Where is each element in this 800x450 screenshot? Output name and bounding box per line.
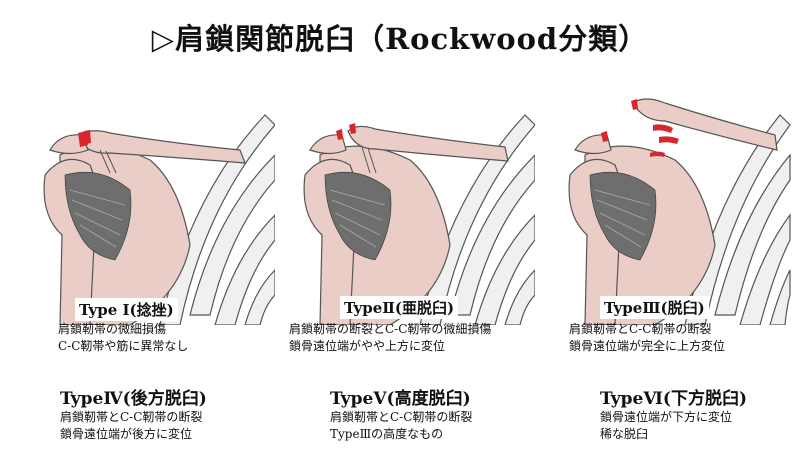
acromion <box>574 134 612 155</box>
cc-ligament <box>99 149 117 174</box>
rib-cage <box>419 114 535 325</box>
type-6-line-2: 稀な脱臼 <box>600 427 649 441</box>
clavicle-displaced <box>632 98 778 151</box>
clavicle <box>347 125 509 162</box>
type-2-description: 肩鎖靭帯の断裂とC-C靭帯の微細損傷 鎖骨遠位端がやや上方に変位 <box>289 321 491 355</box>
ac-ligament-rupture <box>336 123 356 140</box>
cc-ligament <box>361 146 377 174</box>
shoulder-joint-illustration-type-2 <box>303 114 535 325</box>
type-5-line-1: 肩鎖靭帯とC-C靭帯の断裂 <box>330 410 473 424</box>
type-6-label: TypeⅥ(下方脱臼) <box>600 389 747 409</box>
type-1-label: Type Ⅰ(捻挫) <box>75 298 178 321</box>
illustration-type-1 <box>40 95 275 325</box>
type-1-line-1: 肩鎖靭帯の微細損傷 <box>58 322 167 336</box>
illustration-type-2 <box>300 95 535 325</box>
shoulder-joint-illustration-type-1 <box>43 114 275 325</box>
type-4-line-2: 鎖骨遠位端が後方に変位 <box>60 427 193 441</box>
rib-cage <box>684 114 791 325</box>
clavicle <box>74 130 246 164</box>
type-1-line-2: C-C靭帯や筋に異常なし <box>58 339 189 353</box>
type-3-line-2: 鎖骨遠位端が完全に上方変位 <box>569 339 726 353</box>
cc-ligament-rupture <box>650 124 679 157</box>
type-5-label: TypeⅤ(高度脱臼) <box>330 389 471 409</box>
type-1-description: 肩鎖靭帯の微細損傷 C-C靭帯や筋に異常なし <box>58 321 188 355</box>
type-3-line-1: 肩鎖靭帯とC-C靭帯の断裂 <box>569 322 712 336</box>
type-6-description: 鎖骨遠位端が下方に変位 稀な脱臼 <box>600 409 732 443</box>
illustration-type-3 <box>565 95 800 325</box>
type-4-description: 肩鎖靭帯とC-C靭帯の断裂 鎖骨遠位端が後方に変位 <box>60 409 202 443</box>
type-3-label: TypeⅢ(脱臼) <box>600 296 709 319</box>
shoulder-joint-illustration-type-3 <box>568 98 791 325</box>
rotator-muscle <box>64 171 132 261</box>
rotator-muscle <box>589 171 657 261</box>
rotator-muscle <box>324 171 392 261</box>
page-title: ▷肩鎖関節脱臼（Rockwood分類） <box>151 22 649 56</box>
ac-ligament-injury <box>78 130 91 147</box>
type-2-line-1: 肩鎖靭帯の断裂とC-C靭帯の微細損傷 <box>289 322 492 336</box>
type-4-line-1: 肩鎖靭帯とC-C靭帯の断裂 <box>60 410 203 424</box>
type-2-label: TypeⅡ(亜脱臼) <box>340 296 459 319</box>
type-5-description: 肩鎖靭帯とC-C靭帯の断裂 TypeⅢの高度なもの <box>330 409 472 443</box>
type-2-line-2: 鎖骨遠位端がやや上方に変位 <box>289 339 446 353</box>
type-4-label: TypeⅣ(後方脱臼) <box>60 389 207 409</box>
acromion <box>309 134 347 155</box>
type-5-line-2: TypeⅢの高度なもの <box>330 427 444 441</box>
type-3-description: 肩鎖靭帯とC-C靭帯の断裂 鎖骨遠位端が完全に上方変位 <box>569 321 725 355</box>
ac-ligament-rupture <box>601 99 638 142</box>
type-6-line-1: 鎖骨遠位端が下方に変位 <box>600 410 733 424</box>
